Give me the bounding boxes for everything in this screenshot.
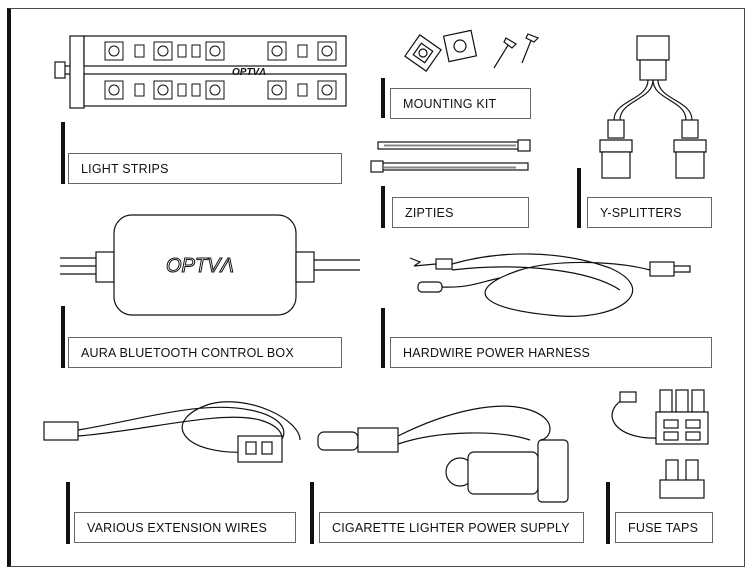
hardwire-harness-icon: [409, 253, 691, 317]
cigarette-lighter-icon: [317, 405, 569, 503]
label-y-splitters: Y-SPLITTERS: [587, 197, 712, 228]
label-cigarette-lighter: CIGARETTE LIGHTER POWER SUPPLY: [319, 512, 584, 543]
light-strip-icon: [54, 35, 347, 109]
label-bar: [606, 482, 610, 544]
control-box-icon: [60, 214, 360, 316]
strip-logo: OPTVΛ: [232, 67, 266, 78]
label-bar: [61, 122, 65, 184]
label-mounting-kit: MOUNTING KIT: [390, 88, 531, 119]
label-bar: [381, 78, 385, 118]
mounting-kit-icon: [404, 29, 540, 72]
zipties-icon: [370, 139, 531, 173]
control-box-logo: OPTVΛ: [166, 255, 234, 277]
label-hardwire-harness: HARDWIRE POWER HARNESS: [390, 337, 712, 368]
extension-wires-icon: [43, 401, 301, 463]
label-bar: [310, 482, 314, 544]
y-splitter-icon: [599, 35, 707, 179]
fuse-taps-icon: [611, 389, 709, 499]
diagram-frame: [7, 8, 745, 567]
label-bar: [381, 186, 385, 228]
label-bar: [66, 482, 70, 544]
label-fuse-taps: FUSE TAPS: [615, 512, 713, 543]
label-bar: [577, 168, 581, 228]
label-bar: [381, 308, 385, 368]
label-light-strips: LIGHT STRIPS: [68, 153, 342, 184]
label-zipties: ZIPTIES: [392, 197, 529, 228]
label-control-box: AURA BLUETOOTH CONTROL BOX: [68, 337, 342, 368]
label-bar: [61, 306, 65, 368]
label-extension-wires: VARIOUS EXTENSION WIRES: [74, 512, 296, 543]
